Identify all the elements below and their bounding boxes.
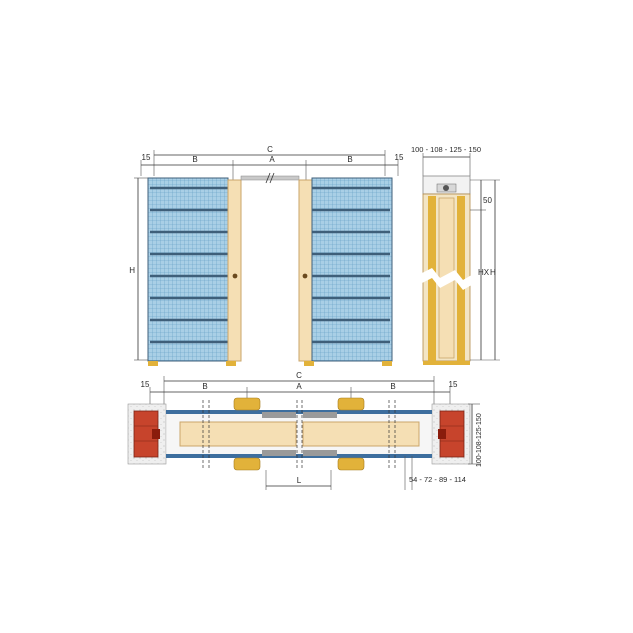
- left-pocket-mesh: [147, 177, 229, 362]
- plan-right-door: [302, 421, 420, 447]
- plan-dim-b-right: B: [390, 382, 395, 391]
- side-wall-thickness: 100 - 108 - 125 - 150: [411, 145, 481, 154]
- blue-band-bottom: [166, 454, 432, 458]
- break-mark: [418, 268, 475, 290]
- right-pocket-mesh: [311, 177, 393, 362]
- dim-c-label: C: [267, 145, 273, 154]
- dim-50: 50: [483, 196, 492, 205]
- right-door-leaf: [298, 179, 313, 362]
- dim-15-left: 15: [142, 153, 151, 162]
- dim-h-front: H: [129, 266, 135, 275]
- left-door-handle-icon: [232, 273, 238, 279]
- plan-wall-thickness: 100-108-125-150: [476, 413, 483, 467]
- brush-seal-right-bottom: [303, 450, 337, 456]
- plan-left-door: [179, 421, 297, 447]
- right-door-handle-icon: [302, 273, 308, 279]
- dim-h-side: H: [490, 268, 496, 277]
- right-pocket-rails: [312, 186, 390, 344]
- plan-door-thickness: 54 - 72 - 89 - 114: [409, 475, 466, 484]
- brush-seal-left-top: [262, 412, 296, 418]
- jamb-left-bottom: [233, 457, 261, 471]
- dim-a: A: [269, 155, 275, 164]
- blue-band-top: [166, 410, 432, 414]
- right-foot: [382, 361, 392, 366]
- trolley-wheel-icon: [443, 185, 449, 191]
- dim-15-right: 15: [395, 153, 404, 162]
- plan-view: C 15 B A B 15: [127, 371, 483, 490]
- side-floor-guide: [423, 361, 470, 365]
- stud-left: [428, 196, 436, 361]
- left-door-leaf: [227, 179, 242, 362]
- jamb-right-top: [337, 397, 365, 411]
- dim-b-right: B: [347, 155, 352, 164]
- plan-dim-b-left: B: [202, 382, 207, 391]
- plan-dim-c: C: [296, 371, 302, 380]
- plan-dim-a: A: [296, 382, 302, 391]
- right-door-foot: [304, 361, 314, 366]
- front-view: C 15 B A B 15: [129, 145, 404, 366]
- dim-b-left: B: [192, 155, 197, 164]
- plan-dim-15-right: 15: [449, 380, 458, 389]
- brush-seal-left-bottom: [262, 450, 296, 456]
- left-door-foot: [226, 361, 236, 366]
- jamb-right-bottom: [337, 457, 365, 471]
- left-foot: [148, 361, 158, 366]
- brush-seal-right-top: [303, 412, 337, 418]
- dim-hx: HX: [478, 268, 490, 277]
- left-pocket-rails: [150, 186, 228, 344]
- plan-dim-15-left: 15: [141, 380, 150, 389]
- plan-dim-l: L: [297, 476, 302, 485]
- side-section: 100 - 108 - 125 - 150 50 HX H: [411, 145, 500, 365]
- jamb-left-top: [233, 397, 261, 411]
- top-track: [240, 175, 300, 181]
